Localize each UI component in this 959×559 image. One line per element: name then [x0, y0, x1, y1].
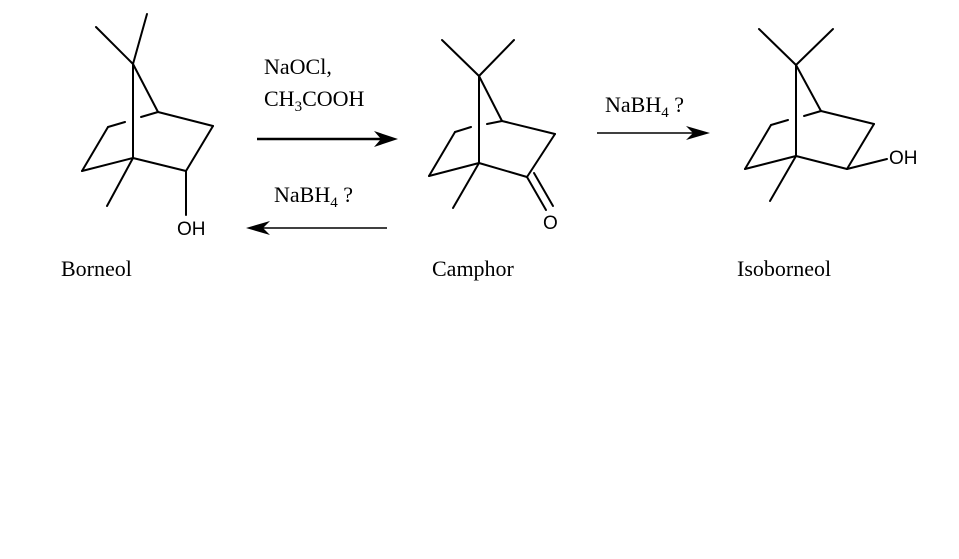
reduction-to-borneol-reagent: NaBH4 ? — [274, 182, 353, 211]
reduction-to-borneol-arrow — [246, 221, 387, 235]
oxidation-arrow — [257, 131, 398, 147]
camphor-structure: O — [428, 39, 558, 234]
isoborneol-structure: OH — [744, 28, 918, 202]
camphor-o-label: O — [543, 213, 558, 234]
isoborneol-oh-label: OH — [889, 148, 918, 169]
oxidation-reagent-line1: NaOCl, — [264, 54, 332, 79]
isoborneol-name: Isoborneol — [737, 256, 831, 281]
oxidation-reagent-line2: CH3COOH — [264, 86, 365, 115]
borneol-name: Borneol — [61, 256, 132, 281]
reduction-to-isoborneol-reagent: NaBH4 ? — [605, 92, 684, 121]
borneol-oh-label: OH — [177, 219, 206, 240]
camphor-name: Camphor — [432, 256, 515, 281]
reduction-to-isoborneol-arrow — [597, 126, 710, 140]
borneol-structure: OH — [81, 13, 214, 240]
